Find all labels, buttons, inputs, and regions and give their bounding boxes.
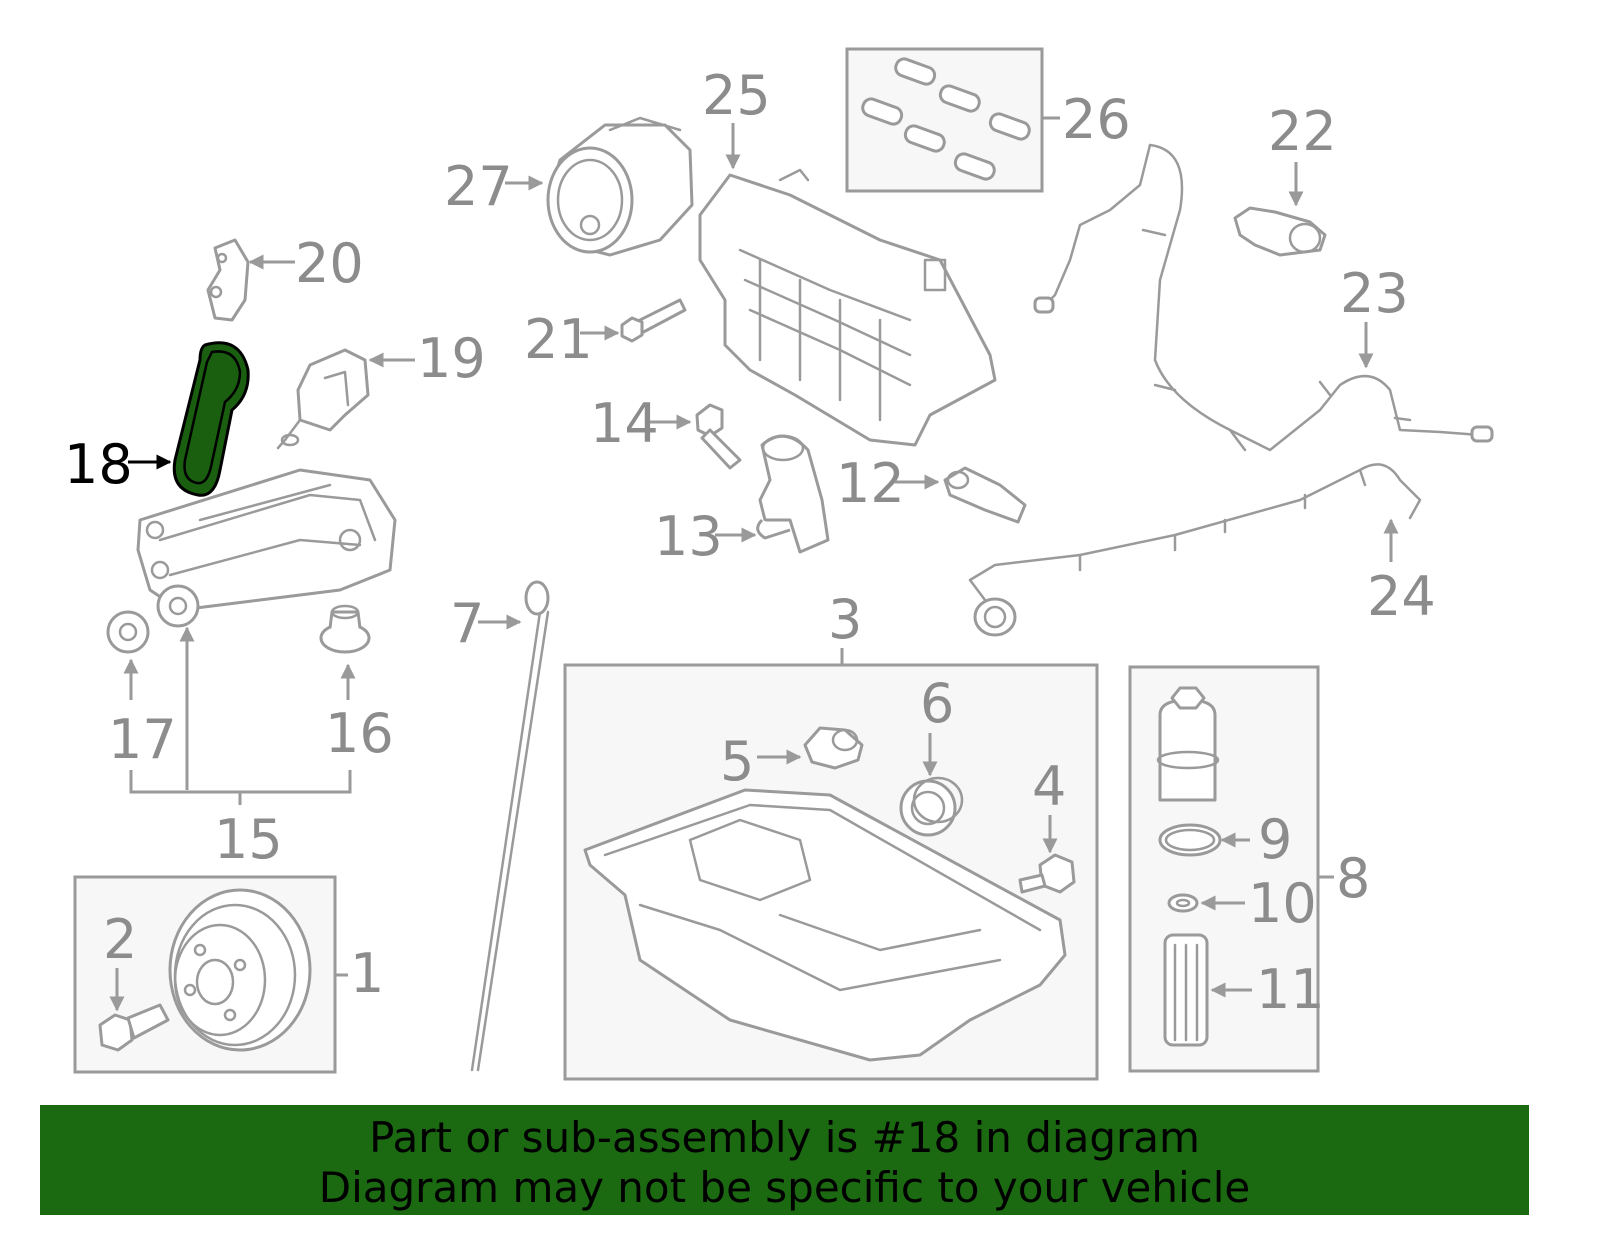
callout-18: 18 (64, 433, 133, 496)
filter-housing-part (1156, 686, 1220, 802)
callout-13: 13 (654, 505, 723, 568)
crank-pulley-part (168, 888, 312, 1052)
solenoid-13-part (756, 434, 830, 554)
callout-2: 2 (103, 908, 137, 971)
callout-19: 19 (417, 327, 486, 390)
plug-5-part (803, 726, 864, 770)
sensor-19-part (276, 348, 370, 450)
callout-27: 27 (444, 155, 513, 218)
callout-9: 9 (1258, 808, 1292, 871)
drain-plug-4-part (1018, 853, 1076, 894)
filter-element-11-part (1163, 933, 1209, 1047)
throttle-body-27-part (546, 116, 694, 257)
callout-6: 6 (920, 672, 954, 735)
sensor-22-part (1233, 206, 1327, 257)
callout-11: 11 (1256, 958, 1325, 1021)
callout-21: 21 (524, 308, 593, 371)
sprocket-15-part (156, 584, 200, 628)
dipstick-7-part (470, 580, 550, 1072)
callout-12: 12 (836, 452, 905, 515)
wiring-harness-24-part (968, 463, 1422, 637)
callout-10: 10 (1248, 872, 1317, 935)
callout-20: 20 (295, 232, 364, 295)
callout-22: 22 (1268, 100, 1337, 163)
gaskets-26-part (861, 57, 1031, 181)
callout-17: 17 (108, 708, 177, 771)
sensor-12-part (943, 466, 1027, 524)
pulley-bolt-part (98, 1003, 170, 1052)
callout-25: 25 (702, 64, 771, 127)
plug-6-part (899, 776, 964, 837)
callout-3: 3 (828, 588, 862, 651)
callout-26: 26 (1062, 88, 1131, 151)
part-info-banner: Part or sub-assembly is #18 in diagram D… (40, 1105, 1529, 1215)
gasket-18-part (172, 341, 250, 497)
o-ring-9-part (1158, 823, 1222, 857)
parts-diagram: 1 2 17 16 15 18 20 (64, 47, 1494, 1081)
oil-pan-part (583, 788, 1067, 1062)
callout-24: 24 (1367, 565, 1436, 628)
bolt-14-part (695, 403, 742, 470)
bolt-21-part (620, 298, 687, 343)
callout-5: 5 (720, 730, 754, 793)
plug-16-part (319, 604, 371, 654)
wiring-harness-23-part (1033, 143, 1494, 452)
callout-4: 4 (1032, 755, 1066, 818)
callout-15: 15 (214, 808, 283, 871)
banner-line-2: Diagram may not be specific to your vehi… (318, 1163, 1251, 1212)
callout-8: 8 (1336, 847, 1370, 910)
sprocket-17-part (106, 610, 150, 654)
banner-line-1: Part or sub-assembly is #18 in diagram (369, 1113, 1200, 1162)
callout-14: 14 (590, 392, 659, 455)
callout-23: 23 (1340, 262, 1409, 325)
intake-manifold-25-part (698, 168, 997, 447)
washer-10-part (1167, 893, 1199, 913)
callout-1: 1 (350, 942, 384, 1005)
oil-pump-part (136, 468, 397, 612)
bracket-20-part (206, 238, 250, 322)
callout-16: 16 (325, 702, 394, 765)
